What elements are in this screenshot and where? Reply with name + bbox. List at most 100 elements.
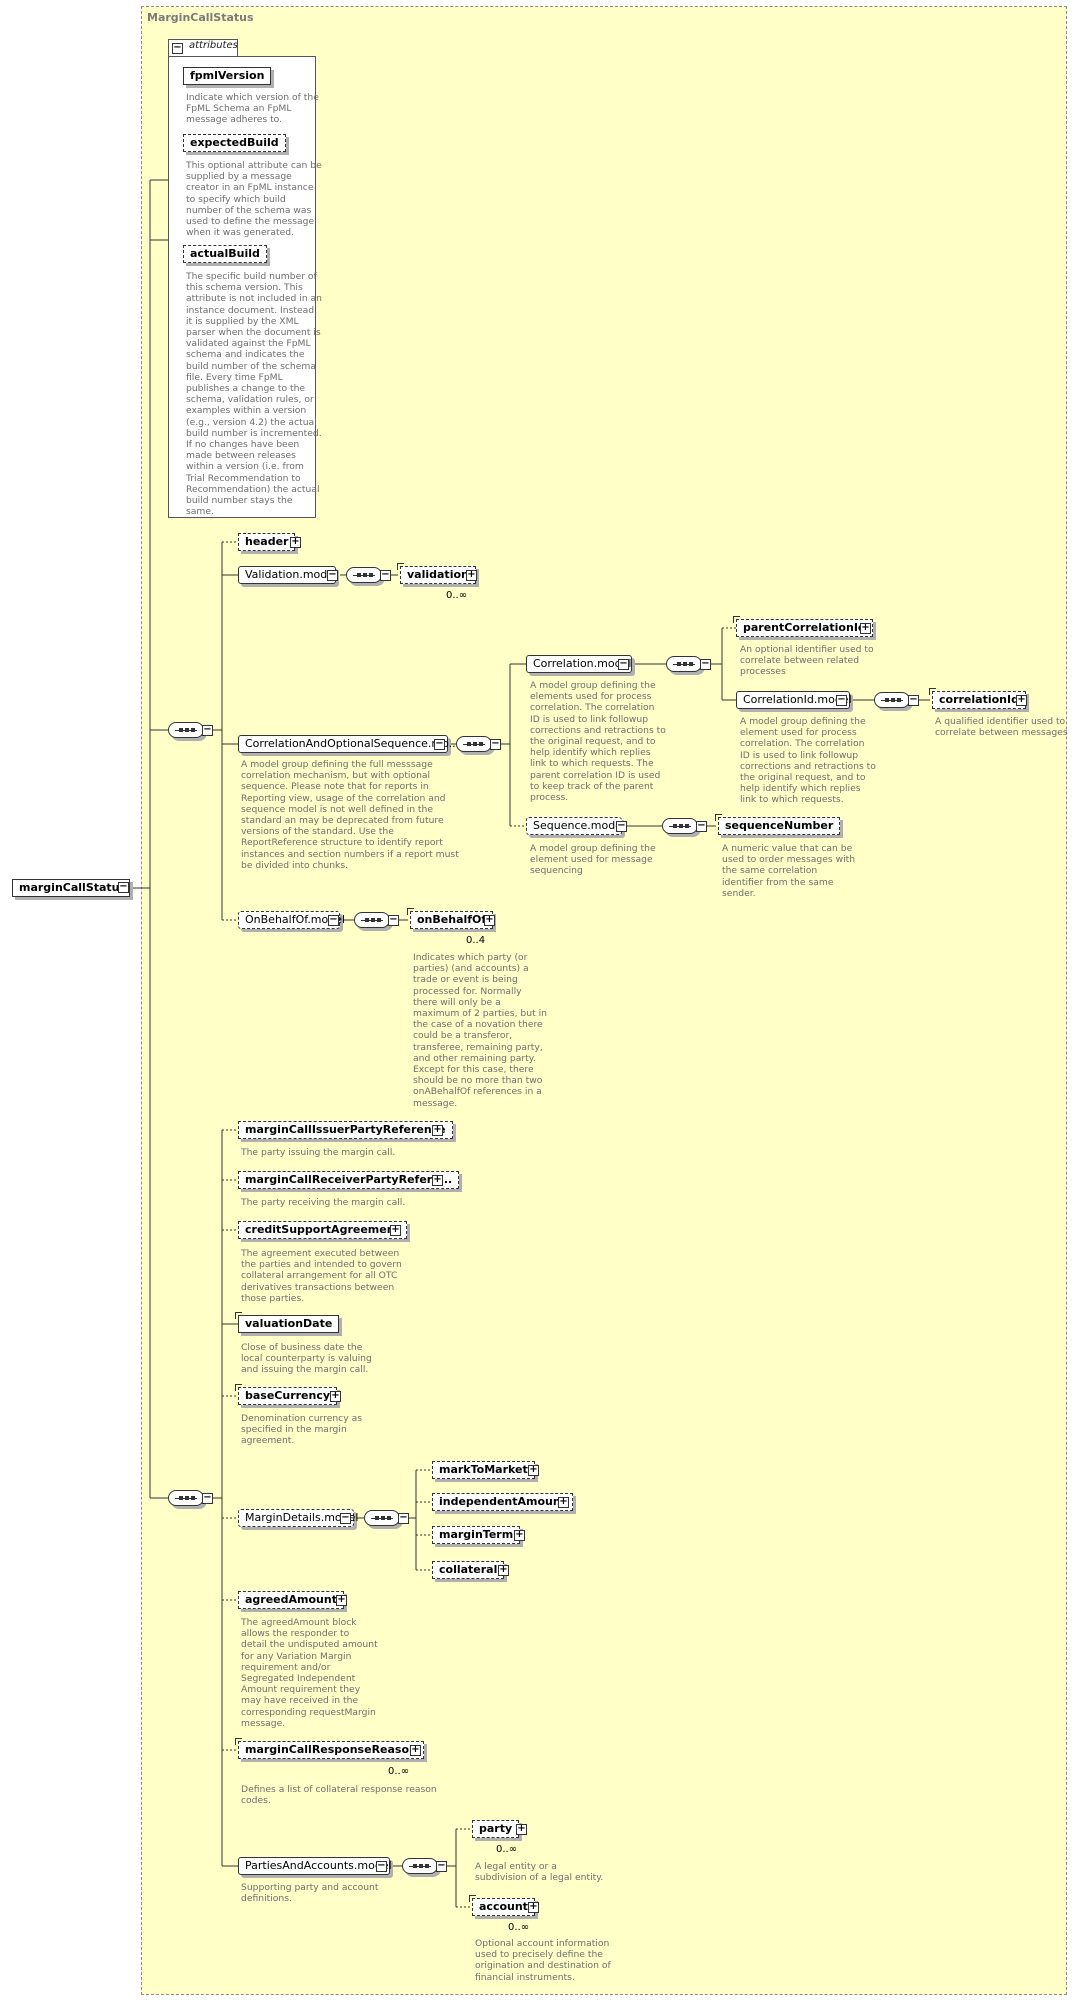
element-onBehalfOf[interactable]: onBehalfOf [410,911,494,929]
element-desc: Close of business date the local counter… [241,1342,372,1376]
occurrence-label: 0..∞ [508,1922,530,1933]
element-correlationId[interactable]: correlationId [932,691,1026,709]
attribute-expectedBuild[interactable]: expectedBuild [183,134,286,152]
collapse-icon[interactable]: − [696,820,707,832]
group-correlation-model[interactable]: Correlation.model [526,655,632,673]
collapse-icon[interactable]: − [700,658,711,670]
collapse-icon[interactable]: − [376,1860,387,1872]
element-parentCorrelationId[interactable]: parentCorrelationId [736,619,873,637]
collapse-icon[interactable]: − [434,738,445,750]
element-sequenceNumber[interactable]: sequenceNumber [718,817,841,835]
element-marginCallIssuerPartyReference[interactable]: marginCallIssuerPartyReference [238,1121,453,1139]
sequence-compositor[interactable] [346,567,382,583]
collapse-icon[interactable]: − [490,738,501,750]
expand-icon[interactable]: + [514,1529,525,1541]
attribute-actualBuild[interactable]: actualBuild [183,245,267,263]
element-desc: Supporting party and account definitions… [241,1882,379,1905]
expand-icon[interactable]: + [466,569,477,581]
expand-icon[interactable]: + [290,536,301,548]
expand-icon[interactable]: + [432,1174,443,1186]
expand-icon[interactable]: + [558,1496,569,1508]
sequence-compositor[interactable] [354,912,390,928]
expand-icon[interactable]: + [390,1224,401,1236]
multiplicity-marker [235,1384,242,1391]
sequence-compositor[interactable] [662,818,698,834]
collapse-icon[interactable]: − [118,881,129,893]
expand-icon[interactable]: + [432,1124,443,1136]
expand-icon[interactable]: + [330,1390,341,1402]
element-header[interactable]: header [238,533,296,551]
group-correlation-optional-sequence[interactable]: CorrelationAndOptionalSequence.mo... [238,735,459,753]
element-collateral[interactable]: collateral [432,1561,505,1579]
collapse-icon[interactable]: − [908,694,919,706]
element-baseCurrency[interactable]: baseCurrency [238,1387,338,1405]
complex-type-title: MarginCallStatus [147,11,254,24]
expand-icon[interactable]: + [528,1464,539,1476]
element-account[interactable]: account [472,1898,535,1916]
collapse-icon[interactable]: − [172,42,183,54]
expand-icon[interactable]: + [1016,694,1027,706]
collapse-icon[interactable]: − [388,914,399,926]
collapse-icon[interactable]: − [616,820,627,832]
expand-icon[interactable]: + [528,1901,539,1913]
element-valuationDate[interactable]: valuationDate [238,1315,340,1333]
expand-icon[interactable]: + [336,1594,347,1606]
sequence-compositor[interactable] [402,1858,438,1874]
element-desc: The party receiving the margin call. [241,1197,406,1208]
multiplicity-marker [733,616,740,623]
collapse-icon[interactable]: − [436,1860,447,1872]
group-sequence-model[interactable]: Sequence.model [526,817,625,835]
group-marginDetails-model[interactable]: MarginDetails.model [238,1509,358,1527]
element-desc: The agreement executed between the parti… [241,1248,402,1304]
element-desc: A model group defining the element used … [530,843,656,877]
collapse-icon[interactable]: − [327,569,338,581]
element-markToMarket[interactable]: markToMarket [432,1461,535,1479]
element-creditSupportAgreement[interactable]: creditSupportAgreement [238,1221,407,1239]
element-party[interactable]: party [472,1820,520,1838]
element-agreedAmount[interactable]: agreedAmount [238,1591,344,1609]
group-correlationId-model[interactable]: CorrelationId.model [736,691,852,709]
multiplicity-marker [469,1895,476,1902]
sequence-compositor[interactable] [874,692,910,708]
attribute-desc: The specific build number of this schema… [186,271,323,518]
collapse-icon[interactable]: − [618,658,629,670]
collapse-icon[interactable]: − [398,1512,409,1524]
expand-icon[interactable]: + [860,622,871,634]
collapse-icon[interactable]: − [328,914,339,926]
sequence-compositor[interactable] [168,1490,204,1506]
attributes-tab[interactable] [168,39,238,56]
collapse-icon[interactable]: − [202,724,213,736]
element-desc: The agreedAmount block allows the respon… [241,1617,378,1729]
expand-icon[interactable]: + [484,914,495,926]
element-validation[interactable]: validation [400,566,476,584]
element-marginCallReceiverPartyReference[interactable]: marginCallReceiverPartyRefere... [238,1171,460,1189]
collapse-icon[interactable]: − [380,569,391,581]
collapse-icon[interactable]: − [340,1512,351,1524]
element-desc: A model group defining the element used … [740,716,876,806]
sequence-compositor[interactable] [666,656,702,672]
attribute-fpmlVersion[interactable]: fpmlVersion [183,67,272,85]
group-partiesAndAccounts-model[interactable]: PartiesAndAccounts.model [238,1857,392,1875]
element-independentAmount[interactable]: independentAmount [432,1493,573,1511]
attribute-desc: Indicate which version of the FpML Schem… [186,92,319,126]
occurrence-label: 0..∞ [446,590,468,601]
collapse-icon[interactable]: − [836,694,847,706]
element-desc: Indicates which party (or parties) (and … [413,952,547,1109]
root-element[interactable]: marginCallStatus [12,879,130,897]
multiplicity-marker [397,563,404,570]
multiplicity-marker [407,908,414,915]
collapse-icon[interactable]: − [202,1492,213,1504]
element-marginCallResponseReason[interactable]: marginCallResponseReason [238,1741,424,1759]
group-onBehalfOf-model[interactable]: OnBehalfOf.model [238,911,345,929]
sequence-compositor[interactable] [168,722,204,738]
sequence-compositor[interactable] [364,1510,400,1526]
element-desc: The party issuing the margin call. [241,1147,396,1158]
multiplicity-marker [715,814,722,821]
sequence-compositor[interactable] [456,736,492,752]
element-desc: A legal entity or a subdivision of a leg… [475,1861,604,1884]
group-validation-model[interactable]: Validation.model [238,566,337,584]
expand-icon[interactable]: + [410,1744,421,1756]
element-marginTerm[interactable]: marginTerm [432,1526,521,1544]
expand-icon[interactable]: + [516,1823,527,1835]
expand-icon[interactable]: + [498,1564,509,1576]
